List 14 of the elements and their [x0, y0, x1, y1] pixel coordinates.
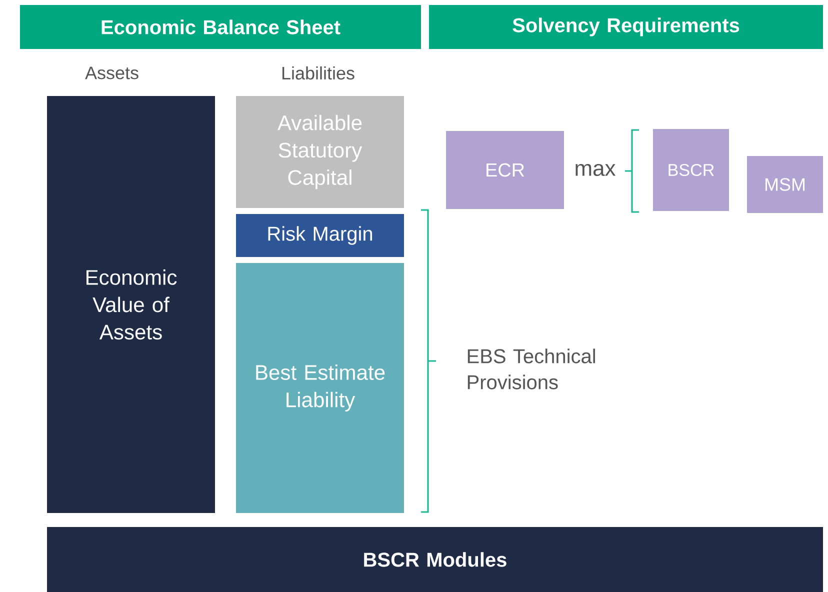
label-text: EBS Technical Provisions	[468, 348, 595, 390]
requirement-box: BSCR	[653, 129, 729, 211]
header-bar: Solvency Requirements	[429, 5, 823, 49]
label-text: max	[576, 164, 616, 176]
capital-block: Available Statutory Capital	[236, 96, 404, 208]
liability-block: Best Estimate Liability	[236, 263, 404, 513]
requirement-box: MSM	[747, 156, 823, 213]
header-bar: Economic Balance Sheet	[20, 5, 421, 49]
modules-bar: BSCR Modules	[47, 527, 823, 592]
assets-block: Economic Value of Assets	[47, 96, 215, 513]
margin-block: Risk Margin	[236, 214, 404, 257]
label-text: Liabilities	[282, 66, 354, 80]
requirement-box: ECR	[446, 131, 564, 209]
label-text: Assets	[85, 66, 138, 80]
